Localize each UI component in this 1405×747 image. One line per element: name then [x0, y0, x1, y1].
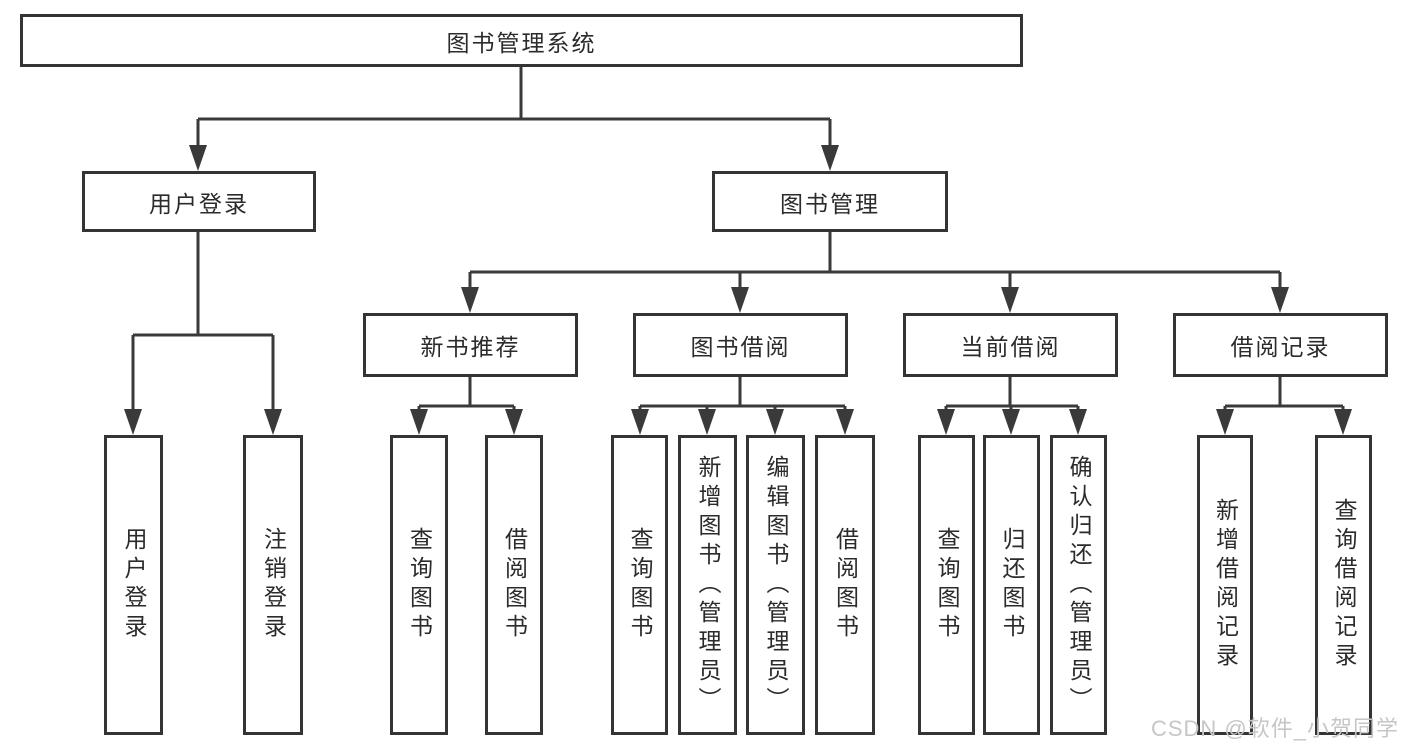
- node-current-borrow-label: 当前借阅: [960, 334, 1061, 360]
- arrow-icon: [1069, 409, 1087, 435]
- leaf-borrow-edit-books-admin: 编辑图书（管理员）: [746, 435, 805, 735]
- node-book-borrow: 图书借阅: [633, 313, 848, 377]
- arrow-icon: [410, 409, 428, 435]
- connector-newbook-to-leaves: [417, 377, 516, 417]
- arrow-icon: [698, 409, 716, 435]
- leaf-newbook-borrow-books: 借阅图书: [485, 435, 543, 735]
- arrow-icon: [937, 409, 955, 435]
- leaf-current-confirm-return-admin: 确认归还（管理员）: [1050, 435, 1107, 735]
- leaf-newbook-borrow-books-label: 借阅图书: [501, 527, 528, 643]
- connector-currentborrow-to-leaves: [944, 377, 1080, 417]
- leaf-newbook-query-books: 查询图书: [390, 435, 448, 735]
- leaf-newbook-query-books-label: 查询图书: [406, 527, 433, 643]
- arrow-icon: [731, 287, 749, 313]
- arrow-icon: [1216, 409, 1234, 435]
- connector-bookborrow-to-leaves: [638, 377, 847, 417]
- leaf-borrow-add-books-admin: 新增图书（管理员）: [678, 435, 737, 735]
- leaf-current-confirm-return-admin-label: 确认归还（管理员）: [1066, 454, 1092, 716]
- node-borrow-record: 借阅记录: [1173, 313, 1388, 377]
- leaf-current-return-books: 归还图书: [983, 435, 1040, 735]
- arrow-icon: [264, 409, 282, 435]
- node-new-book-recommend-label: 新书推荐: [420, 334, 521, 360]
- node-root: 图书管理系统: [20, 14, 1023, 67]
- node-user-login-label: 用户登录: [149, 190, 249, 217]
- leaf-borrow-query-books: 查询图书: [611, 435, 668, 735]
- node-borrow-record-label: 借阅记录: [1230, 334, 1331, 360]
- arrow-icon: [631, 409, 649, 435]
- leaf-record-query-record-label: 查询借阅记录: [1331, 498, 1357, 672]
- leaf-borrow-query-books-label: 查询图书: [627, 527, 653, 643]
- leaf-record-add-record: 新增借阅记录: [1197, 435, 1253, 735]
- arrow-icon: [1334, 409, 1352, 435]
- leaf-borrow-add-books-admin-label: 新增图书（管理员）: [695, 454, 721, 716]
- node-new-book-recommend: 新书推荐: [363, 313, 578, 377]
- leaf-borrow-edit-books-admin-label: 编辑图书（管理员）: [763, 454, 789, 716]
- node-book-management-label: 图书管理: [780, 190, 880, 217]
- leaf-user-login-label: 用户登录: [121, 527, 147, 643]
- csdn-watermark: CSDN @软件_小贺同学: [1150, 716, 1399, 741]
- arrow-icon: [461, 287, 479, 313]
- arrow-icon: [505, 409, 523, 435]
- leaf-user-login: 用户登录: [104, 435, 163, 735]
- node-book-borrow-label: 图书借阅: [690, 334, 791, 360]
- leaf-current-query-books-label: 查询图书: [934, 527, 960, 643]
- connector-root-to-level2: [196, 67, 832, 153]
- connector-userlogin-to-leaves: [131, 232, 275, 417]
- connector-borrowrecord-to-leaves: [1223, 377, 1345, 417]
- arrow-icon: [189, 145, 207, 171]
- arrow-icon: [124, 409, 142, 435]
- arrow-icon: [836, 409, 854, 435]
- leaf-logout-label: 注销登录: [260, 527, 287, 643]
- arrow-icon: [1002, 409, 1020, 435]
- connector-bookmgmt-to-level3: [468, 232, 1282, 295]
- node-root-label: 图书管理系统: [446, 29, 597, 56]
- leaf-record-add-record-label: 新增借阅记录: [1212, 498, 1239, 672]
- arrow-icon: [766, 409, 784, 435]
- leaf-current-return-books-label: 归还图书: [999, 527, 1025, 643]
- node-book-management: 图书管理: [712, 171, 948, 232]
- leaf-current-query-books: 查询图书: [918, 435, 975, 735]
- leaf-record-query-record: 查询借阅记录: [1315, 435, 1372, 735]
- arrow-icon: [821, 145, 839, 171]
- leaf-borrow-borrow-books-label: 借阅图书: [832, 527, 859, 643]
- leaf-borrow-borrow-books: 借阅图书: [815, 435, 875, 735]
- node-user-login: 用户登录: [82, 171, 316, 232]
- node-current-borrow: 当前借阅: [903, 313, 1118, 377]
- arrow-icon: [1271, 287, 1289, 313]
- arrow-icon: [1001, 287, 1019, 313]
- leaf-logout: 注销登录: [243, 435, 303, 735]
